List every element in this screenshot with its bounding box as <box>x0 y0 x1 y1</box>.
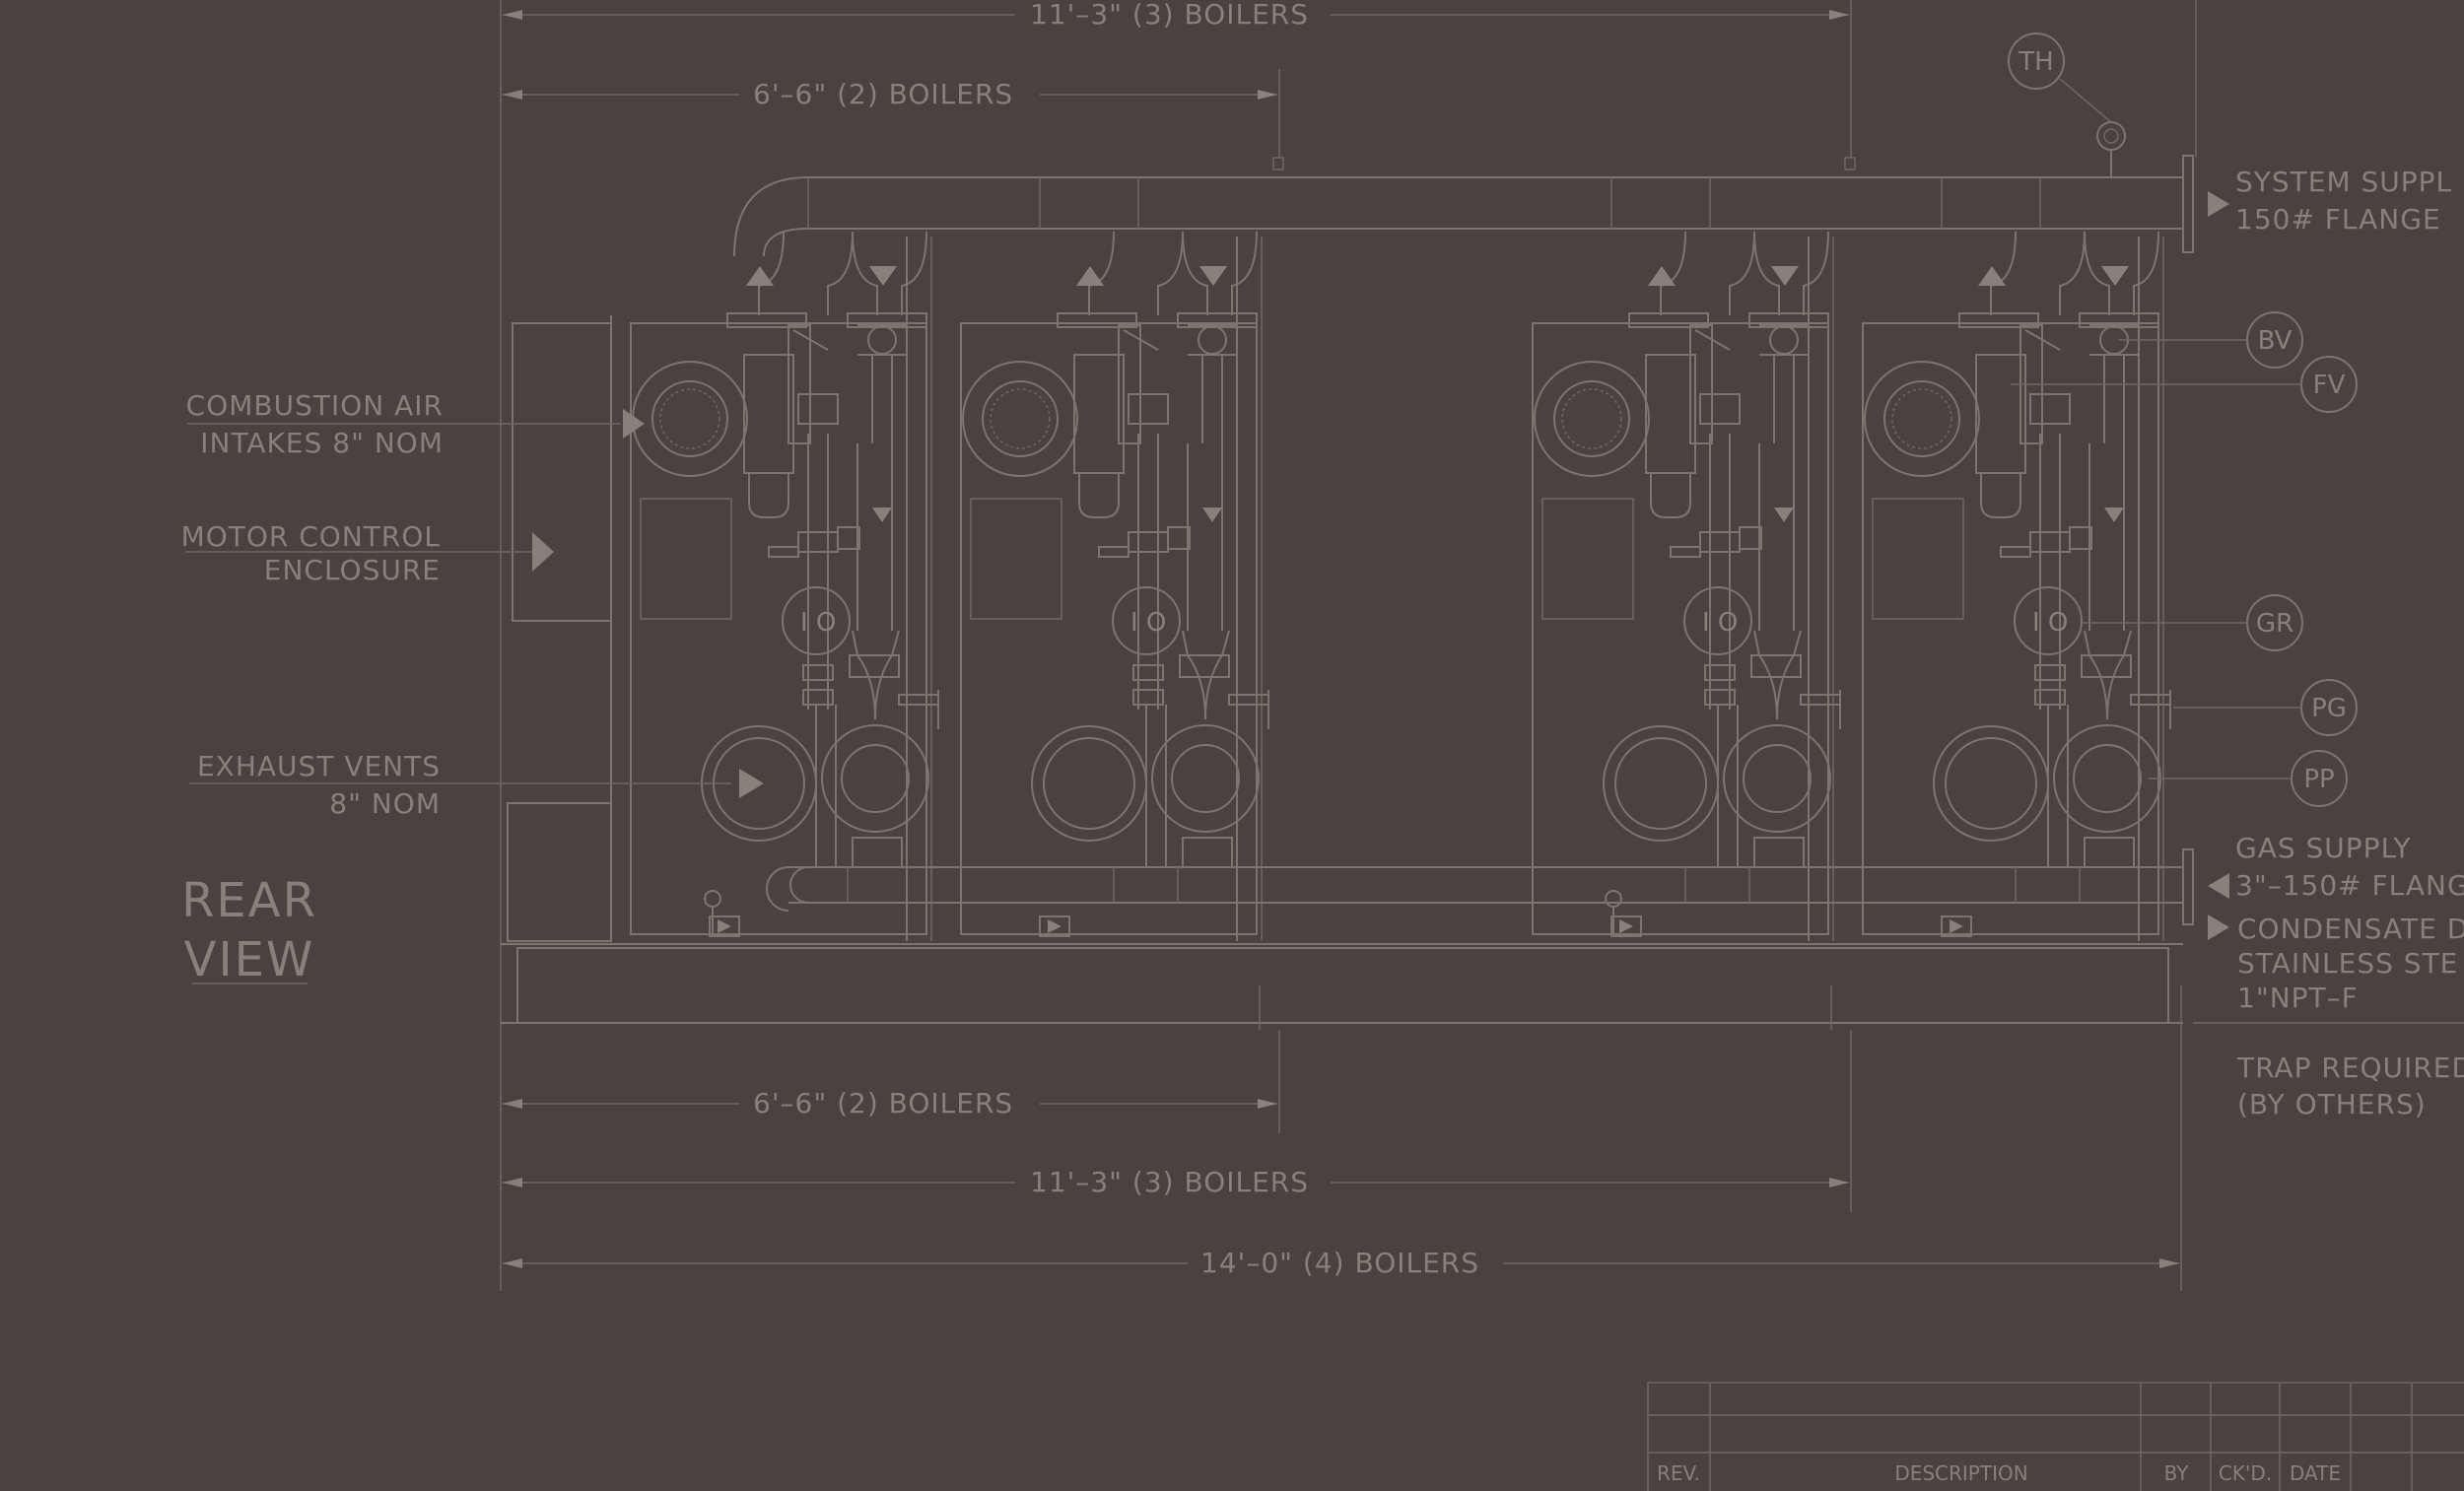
view-title-rear: REAR <box>181 873 317 928</box>
dim-bottom-4-boilers: 14'–0" (4) BOILERS <box>1200 1247 1479 1279</box>
svg-text:I O: I O <box>800 608 836 638</box>
title-block-date: DATE <box>2290 1461 2341 1485</box>
label-enclosure: ENCLOSURE <box>264 554 441 586</box>
callout-th: TH <box>2018 47 2053 77</box>
label-trap-required: TRAP REQUIRED <box>2236 1051 2464 1084</box>
label-exhaust-vents: EXHAUST VENTS <box>197 750 441 782</box>
callout-bubbles: TH BV FV GR PG PP <box>2008 33 2358 807</box>
right-labels: SYSTEM SUPPL 150# FLANGE GAS SUPPLY 3"–1… <box>2235 166 2464 1120</box>
title-block-by: BY <box>2164 1461 2190 1485</box>
label-exhaust-size: 8" NOM <box>329 787 441 820</box>
dim-top-2-boilers: 6'–6" (2) BOILERS <box>753 78 1013 110</box>
left-labels: COMBUSTION AIR INTAKES 8" NOM MOTOR CONT… <box>181 389 764 987</box>
boiler-module-3 <box>1532 231 1841 942</box>
title-block-description: DESCRIPTION <box>1894 1461 2027 1485</box>
label-condensate-material: STAINLESS STE <box>2237 947 2458 980</box>
label-condensate-thread: 1"NPT–F <box>2237 982 2359 1014</box>
dim-bottom-2-boilers: 6'–6" (2) BOILERS <box>753 1087 1013 1119</box>
callout-gr: GR <box>2256 609 2293 639</box>
gas-supply-manifold <box>704 848 2229 940</box>
label-gas-supply: GAS SUPPLY <box>2235 832 2412 864</box>
dim-top-3-boilers: 11'–3" (3) BOILERS <box>1030 0 1309 31</box>
label-system-supply-flange: 150# FLANGE <box>2235 203 2441 236</box>
callout-bv: BV <box>2258 326 2293 356</box>
dim-bottom-3-boilers: 11'–3" (3) BOILERS <box>1030 1166 1309 1198</box>
label-system-supply: SYSTEM SUPPL <box>2235 166 2452 198</box>
label-combustion-air: COMBUSTION AIR <box>186 389 444 422</box>
system-supply-header <box>733 78 2229 257</box>
boiler-module-1: I O <box>630 231 939 941</box>
callout-pg: PG <box>2311 694 2347 723</box>
motor-control-enclosure <box>507 315 645 942</box>
base-skid <box>501 943 2464 1291</box>
title-block-ckd: CK'D. <box>2219 1461 2272 1485</box>
label-condensate: CONDENSATE D <box>2237 913 2464 945</box>
label-gas-supply-flange: 3"–150# FLANG <box>2235 869 2464 902</box>
callout-fv: FV <box>2313 371 2346 400</box>
boiler-module-4 <box>1862 231 2171 942</box>
boiler-module-2 <box>960 231 1269 942</box>
revision-title-block: REV. DESCRIPTION BY CK'D. DATE <box>1647 1382 2464 1491</box>
label-motor-control: MOTOR CONTROL <box>181 520 441 553</box>
label-combustion-air-size: INTAKES 8" NOM <box>200 427 444 459</box>
bottom-dimensions: 6'–6" (2) BOILERS 11'–3" (3) BOILERS 14'… <box>503 1087 2179 1279</box>
view-title-view: VIEW <box>184 932 315 987</box>
label-trap-by-others: (BY OTHERS) <box>2237 1088 2427 1120</box>
title-block-rev: REV. <box>1657 1461 1700 1485</box>
callout-pp: PP <box>2303 765 2334 794</box>
top-dimensions: 11'–3" (3) BOILERS 6'–6" (2) BOILERS <box>500 0 2197 1291</box>
